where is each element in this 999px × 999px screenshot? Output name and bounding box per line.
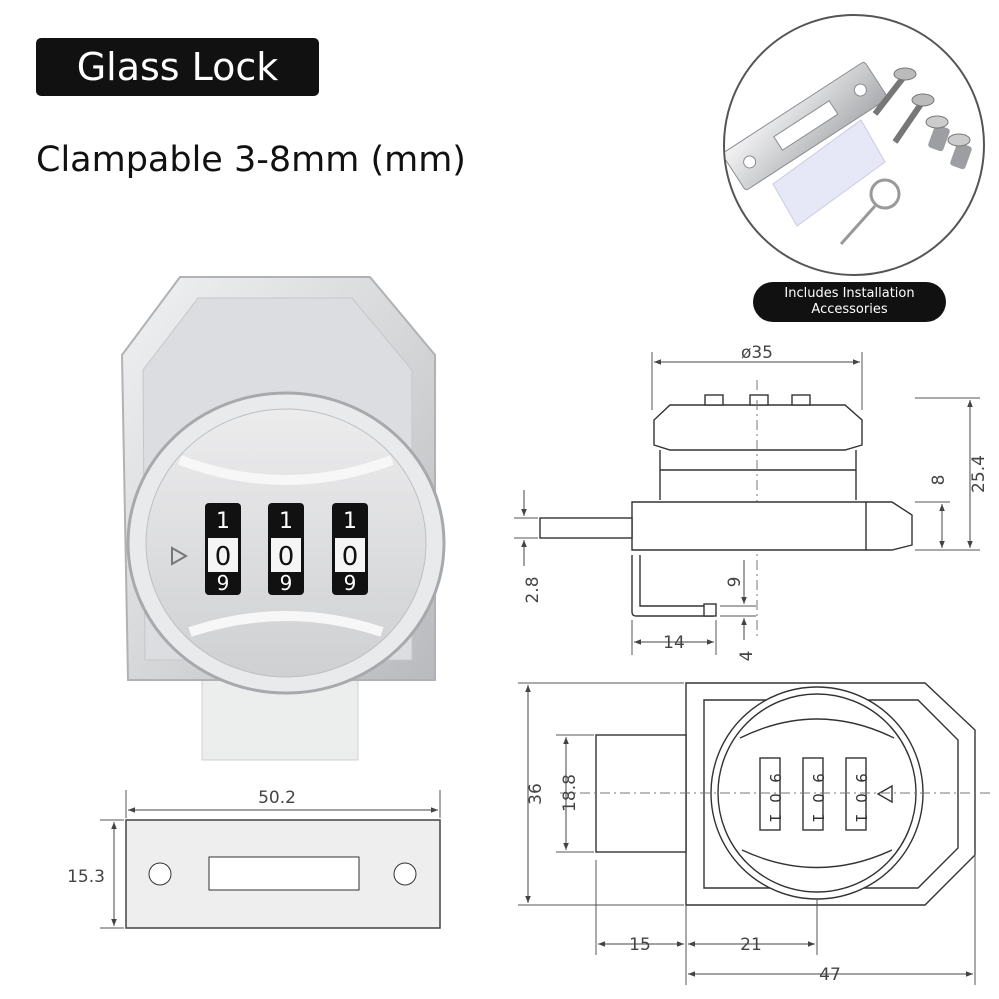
lock-photo: 1 0 9 1 0 9 1 0 9: [120, 276, 446, 761]
dim-front-height: 36: [526, 783, 546, 805]
dim-cam-gap: 4: [737, 651, 757, 662]
screw-icon: [872, 67, 917, 116]
dial-arrow-icon: [171, 546, 189, 566]
strike-plate-icon: [725, 61, 888, 191]
wheel-digit: 1: [343, 509, 357, 534]
subtitle: Clampable 3-8mm (mm): [36, 140, 466, 180]
dim-front-offset: 18.8: [560, 774, 580, 812]
lock-body: [120, 276, 436, 681]
strike-plate-drawing: [100, 790, 441, 929]
wheel-digit: 0: [215, 542, 232, 572]
wheel-digit: 0: [809, 793, 827, 803]
dim-diameter: ø35: [741, 343, 773, 363]
dim-cam-length: 14: [663, 633, 685, 653]
dim-front-center: 21: [740, 935, 762, 955]
accessories-label-line1: Includes Installation: [784, 286, 915, 301]
combination-wheel[interactable]: 1 0 9: [268, 503, 304, 595]
dim-plate-width: 50.2: [258, 788, 296, 808]
key-pin-icon: [839, 178, 901, 246]
accessories-photo: [723, 14, 985, 276]
screw-icon: [892, 93, 935, 144]
wheel-digit: 1: [766, 813, 784, 823]
wheel-digit: 9: [280, 571, 293, 595]
accessories-label: Includes Installation Accessories: [753, 282, 946, 322]
title-badge: Glass Lock: [36, 38, 319, 96]
dim-plate-height: 15.3: [67, 867, 105, 887]
wheel-digit: 1: [279, 509, 293, 534]
wheel-digit: 0: [342, 542, 359, 572]
bolt-icon: [947, 133, 972, 170]
side-view-drawing: [514, 352, 980, 655]
wheel-digit: 9: [217, 571, 230, 595]
wheel-digit: 9: [344, 571, 357, 595]
combination-wheel[interactable]: 1 0 9: [332, 503, 368, 595]
front-wheel-digits: 9 0 1 9 0 1 9 0 1: [766, 773, 870, 823]
lock-dial-ring: [126, 391, 446, 695]
wheel-digit: 1: [809, 813, 827, 823]
wheel-digit: 1: [852, 813, 870, 823]
dim-front-left: 15: [629, 935, 651, 955]
accessories-illustration: [725, 61, 972, 246]
lock-tongue: [201, 669, 359, 761]
lock-dial: [145, 408, 427, 678]
dim-height-total: 25.4: [969, 455, 989, 493]
wheel-digit: 9: [852, 773, 870, 783]
dim-cam-drop: 9: [725, 577, 745, 588]
bolt-icon: [925, 115, 950, 152]
wheel-digit: 0: [852, 793, 870, 803]
front-view-drawing: [518, 682, 990, 985]
wheel-digit: 0: [278, 542, 295, 572]
combination-wheel[interactable]: 1 0 9: [205, 503, 241, 595]
wheel-digit: 0: [766, 793, 784, 803]
wheel-digit: 1: [216, 509, 230, 534]
accessories-label-line2: Accessories: [811, 302, 888, 317]
dim-front-width: 47: [819, 965, 841, 985]
wheel-digit: 9: [766, 773, 784, 783]
wheel-digit: 9: [809, 773, 827, 783]
dim-height-base: 8: [929, 475, 949, 486]
dim-tongue-thickness: 2.8: [523, 576, 543, 603]
adhesive-pad-icon: [772, 119, 886, 227]
title-text: Glass Lock: [76, 45, 279, 89]
